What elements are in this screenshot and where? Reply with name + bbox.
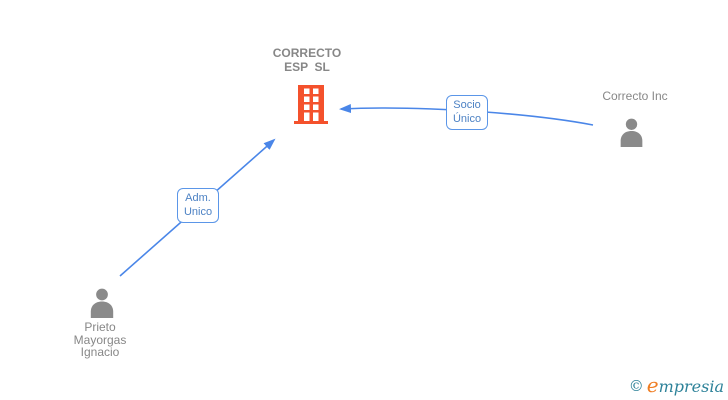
company-name-line1: CORRECTO	[272, 46, 342, 60]
administrator-name-line3: Ignacio	[80, 345, 120, 359]
person-icon[interactable]	[86, 286, 118, 318]
company-node-label[interactable]: CORRECTO ESP SL	[227, 46, 387, 74]
administrator-name-line1: Prieto	[84, 320, 116, 334]
edge-label-adm-unico: Adm. Unico	[177, 188, 219, 223]
copyright-icon: ©	[628, 377, 644, 395]
company-name-line2: ESP SL	[284, 60, 330, 74]
administrator-name-line2: Mayorgas	[73, 332, 127, 347]
person-icon[interactable]	[616, 116, 647, 147]
shareholder-node-label[interactable]: Correcto Inc	[575, 90, 695, 103]
edge-label-line: Socio	[453, 99, 481, 111]
shareholder-name: Correcto Inc	[602, 89, 668, 103]
edge-label-line: Adm.	[185, 192, 211, 204]
administrator-node-label[interactable]: Prieto Mayorgas Ignacio	[40, 321, 160, 359]
edge-label-socio-unico: Socio Único	[446, 95, 488, 130]
building-icon[interactable]	[294, 85, 328, 124]
edge-label-line: Único	[452, 113, 482, 125]
brand-first-letter: e	[646, 373, 659, 397]
edge-label-line: Unico	[183, 206, 213, 218]
brand-name-rest: mpresia	[658, 377, 724, 396]
empresia-brand-logo[interactable]: ©empresia	[629, 373, 724, 397]
